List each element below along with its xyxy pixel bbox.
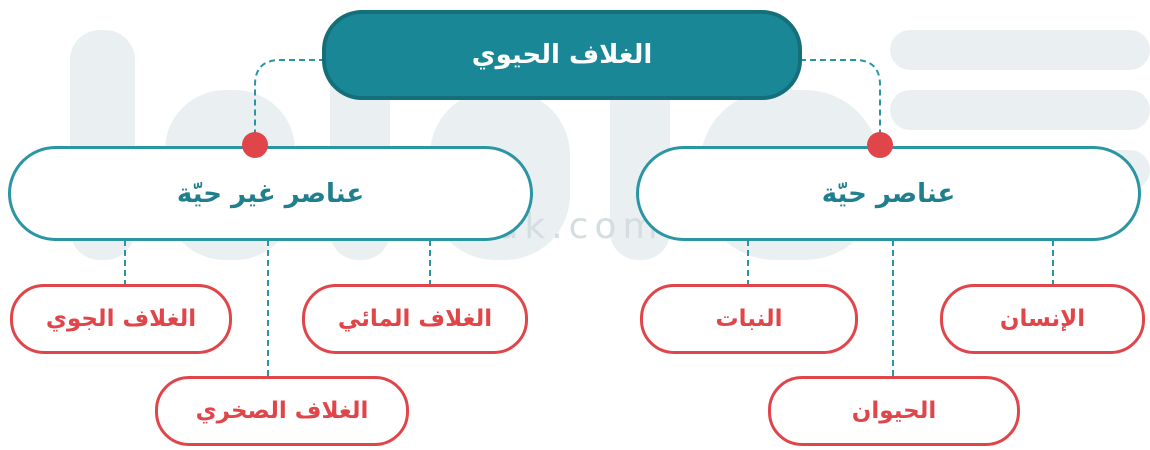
leaf-human-label: الإنسان xyxy=(999,306,1086,332)
root-node: الغلاف الحيوي xyxy=(322,10,802,100)
leaf-animal: الحيوان xyxy=(768,376,1020,446)
leaf-human: الإنسان xyxy=(940,284,1145,354)
leaf-hydrosphere-label: الغلاف المائي xyxy=(337,306,493,332)
category-nonliving-label: عناصر غير حيّة xyxy=(176,178,365,209)
category-living-label: عناصر حيّة xyxy=(821,178,956,209)
leaf-plant-label: النبات xyxy=(715,306,783,332)
connector-root-to-living xyxy=(800,59,881,145)
leaf-lithosphere: الغلاف الصخري xyxy=(155,376,409,446)
leaf-hydrosphere: الغلاف المائي xyxy=(302,284,528,354)
leaf-animal-label: الحيوان xyxy=(851,398,937,424)
junction-dot-living xyxy=(867,132,893,158)
leaf-atmosphere: الغلاف الجوي xyxy=(10,284,232,354)
category-nonliving: عناصر غير حيّة xyxy=(8,146,533,241)
root-label: الغلاف الحيوي xyxy=(471,40,653,70)
connector-root-to-nonliving xyxy=(254,59,325,145)
leaf-plant: النبات xyxy=(640,284,858,354)
leaf-atmosphere-label: الغلاف الجوي xyxy=(45,306,197,332)
category-living: عناصر حيّة xyxy=(636,146,1141,241)
junction-dot-nonliving xyxy=(242,132,268,158)
leaf-lithosphere-label: الغلاف الصخري xyxy=(195,398,369,424)
